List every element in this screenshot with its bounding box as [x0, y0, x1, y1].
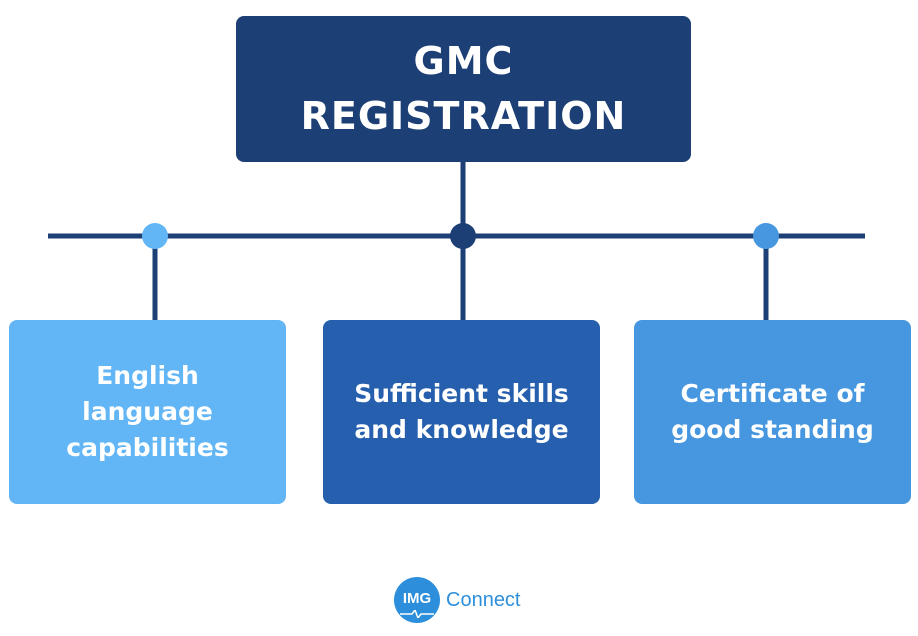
node-c-line-1: Certificate of — [680, 378, 865, 408]
junction-dot-a — [142, 223, 168, 249]
node-b-line-1: Sufficient skills — [354, 378, 569, 408]
node-b-line-2: and knowledge — [354, 415, 569, 444]
logo-wordmark: Connect — [446, 588, 521, 611]
junction-dot-c — [753, 223, 779, 249]
node-c-line-2: good standing — [671, 415, 874, 444]
logo-badge: IMG — [394, 577, 440, 623]
node-skills-knowledge: Sufficient skills and knowledge — [323, 320, 600, 504]
node-a-line-1: English — [96, 360, 199, 390]
logo-badge-text: IMG — [402, 589, 432, 607]
root-node-gmc-registration: GMC REGISTRATION — [236, 16, 691, 162]
junction-dot-b — [450, 223, 476, 249]
node-a-line-2: language — [82, 396, 213, 426]
root-line-2: REGISTRATION — [300, 94, 627, 138]
node-a-line-3: capabilities — [66, 433, 229, 463]
img-connect-logo: IMG Connect — [394, 577, 521, 623]
node-certificate-good-standing: Certificate of good standing — [634, 320, 911, 504]
root-line-1: GMC — [413, 38, 514, 83]
node-english-language: English language capabilities — [9, 320, 286, 504]
heartbeat-line-icon — [400, 610, 434, 618]
